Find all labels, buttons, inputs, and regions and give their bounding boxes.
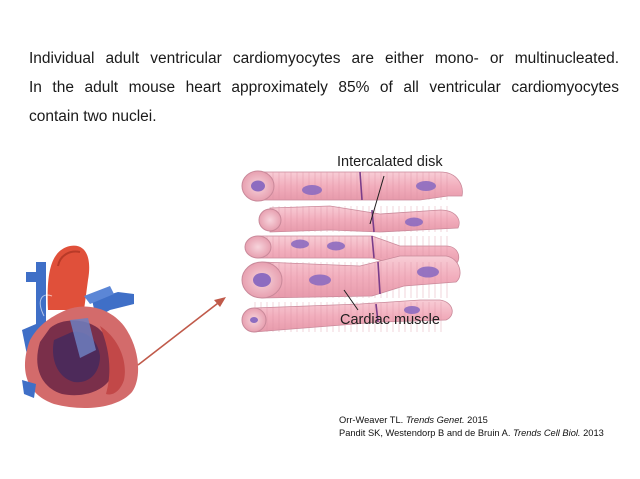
intro-line-1: Individual adult ventricular cardiomyocy… [29, 50, 619, 67]
label-cardiac-muscle: Cardiac muscle [340, 312, 440, 328]
cardiac-muscle-fibers [241, 170, 463, 333]
intro-text: Individual adult ventricular cardiomyocy… [29, 44, 619, 131]
references: Orr-Weaver TL. Trends Genet. 2015 Pandit… [339, 414, 604, 440]
pointer-arrow [137, 297, 226, 366]
intro-line-2: In the adult mouse heart approximately 8… [29, 79, 619, 96]
reference-1: Orr-Weaver TL. Trends Genet. 2015 [339, 415, 488, 425]
label-intercalated-disk: Intercalated disk [337, 154, 443, 170]
intercalated-disk-pointer [369, 175, 385, 225]
heart-illustration [22, 245, 139, 408]
reference-2: Pandit SK, Westendorp B and de Bruin A. … [339, 428, 604, 438]
intro-line-3: contain two nuclei. [29, 108, 157, 125]
cardiac-muscle-pointer [343, 289, 359, 311]
